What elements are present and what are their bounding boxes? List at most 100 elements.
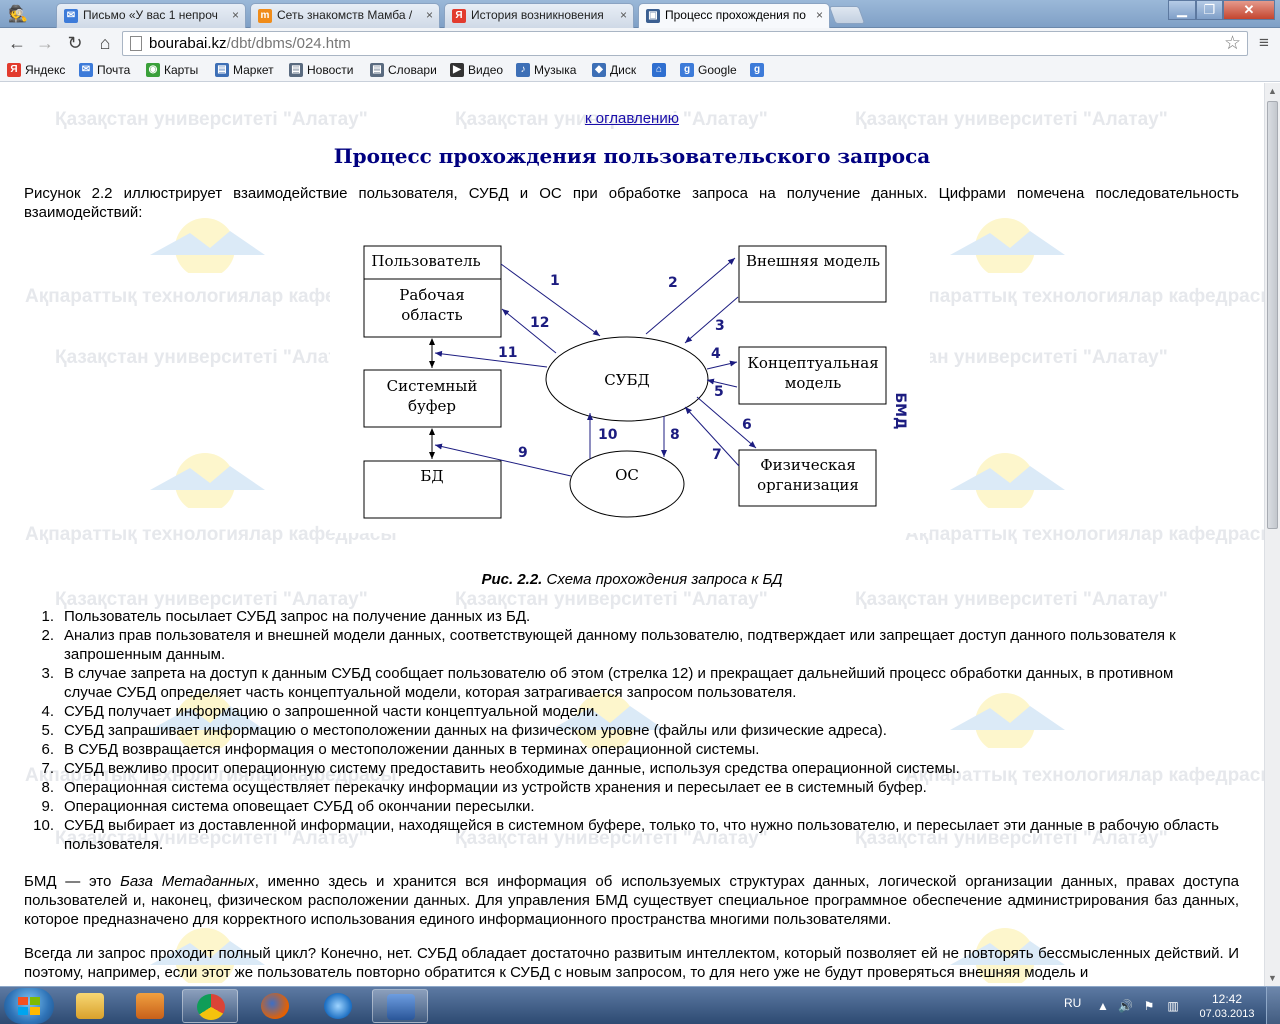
tab-mail[interactable]: ✉ Письмо «У вас 1 непроч × (56, 3, 246, 28)
language-indicator[interactable]: RU (1064, 996, 1082, 1010)
bookmark-label: Видео (468, 63, 504, 77)
bookmark-label: Google (698, 63, 737, 77)
tab-close-icon[interactable]: × (815, 8, 823, 22)
workspace-label-1: Рабочая (399, 286, 464, 304)
scroll-thumb[interactable] (1267, 101, 1278, 529)
tab-label: Сеть знакомств Мамба / (277, 8, 413, 22)
list-item-text: Операционная система оповещает СУБД об о… (64, 798, 535, 815)
clock-time[interactable]: 12:42 (1211, 992, 1243, 1006)
tab-label: Процесс прохождения по (665, 8, 806, 22)
reload-button[interactable]: ↻ (67, 33, 83, 53)
watermark: Ақпараттық технологиялар кафедрасы (25, 524, 397, 545)
list-item: 2.Анализ прав пользователя и внешней мод… (41, 627, 1176, 663)
watermark: Қазақстан университеті "Алатау" (455, 109, 768, 130)
bookmark-label: Почта (97, 63, 131, 77)
chrome-icon (197, 994, 225, 1020)
video-icon: ▶ (450, 63, 464, 77)
conceptual-label-2: модель (785, 374, 842, 392)
mail-favicon-icon: ✉ (64, 9, 78, 23)
show-desktop-button[interactable] (1266, 987, 1280, 1024)
bookmark-dictionaries[interactable]: ▤Словари (370, 62, 437, 78)
os-ellipse (569, 450, 685, 518)
bookmark-mail[interactable]: ✉Почта (79, 62, 130, 78)
bookmark-label: Словари (388, 63, 437, 77)
list-item-text: СУБД вежливо просит операционную систему… (64, 760, 960, 777)
page-title: Процесс прохождения пользовательского за… (333, 144, 931, 168)
bmd-term: База Метаданных (120, 873, 255, 890)
bmd-lead: БМД — это (24, 873, 121, 890)
arrow-number-5: 5 (714, 384, 724, 400)
google-icon: g (680, 63, 694, 77)
page-icon (130, 36, 142, 51)
taskbar-chrome[interactable] (182, 989, 238, 1023)
volume-icon[interactable]: 🔊 (1118, 999, 1133, 1013)
arrow-number-12: 12 (530, 315, 549, 331)
tab-current[interactable]: ▣ Процесс прохождения по × (638, 3, 830, 28)
scroll-up-arrow-icon[interactable]: ▲ (1268, 86, 1277, 96)
action-center-flag-icon[interactable]: ⚑ (1143, 999, 1155, 1013)
physical-label-2: организация (757, 476, 859, 494)
bookmark-music[interactable]: ♪Музыка (516, 62, 576, 78)
network-icon[interactable]: ▥ (1167, 999, 1179, 1013)
tab-close-icon[interactable]: × (619, 8, 627, 22)
address-bar[interactable]: bourabai.kz/dbt/dbms/024.htm ☆ (122, 31, 1248, 56)
toc-link[interactable]: к оглавлению (585, 110, 679, 127)
home-button[interactable]: ⌂ (99, 33, 111, 53)
firefox-icon (261, 993, 289, 1019)
music-icon: ♪ (516, 63, 530, 77)
tab-close-icon[interactable]: × (425, 8, 433, 22)
tab-mamba[interactable]: m Сеть знакомств Мамба / × (250, 3, 440, 28)
word-icon (387, 994, 415, 1020)
tab-close-icon[interactable]: × (231, 8, 239, 22)
watermark: Ақпараттық технологиялар кафедрасы (905, 765, 1264, 786)
taskbar-media-player[interactable] (122, 989, 178, 1023)
taskbar-firefox[interactable] (247, 989, 303, 1023)
taskbar-explorer[interactable] (62, 989, 118, 1023)
sun-logo-watermark (950, 218, 1065, 273)
new-tab-button[interactable] (828, 6, 866, 24)
bookmark-video[interactable]: ▶ Видео (450, 62, 503, 78)
menu-icon[interactable]: ≡ (1259, 33, 1269, 52)
start-button[interactable] (4, 988, 54, 1024)
bookmark-google[interactable]: g Google (680, 62, 737, 78)
arrow-7 (684, 406, 740, 467)
back-button[interactable]: ← (8, 33, 26, 53)
bookmark-news[interactable]: ▤Новости (289, 62, 353, 78)
close-window-button[interactable]: ✕ (1223, 0, 1275, 20)
market-icon: ▤ (215, 63, 229, 77)
taskbar-word[interactable] (372, 989, 428, 1023)
intro-paragraph: Рисунок 2.2 иллюстрирует взаимодействие … (24, 185, 1239, 221)
sun-logo-watermark (150, 453, 265, 508)
arrow-number-3: 3 (715, 318, 725, 334)
tab-label: Письмо «У вас 1 непроч (83, 8, 218, 22)
bookmark-disk[interactable]: ◆Диск (592, 62, 636, 78)
os-label: ОС (615, 466, 639, 484)
maximize-button[interactable]: ❐ (1196, 0, 1223, 20)
url-host: bourabai.kz (149, 35, 227, 52)
tray-expand-icon[interactable]: ▲ (1097, 999, 1109, 1013)
list-item-text: Пользователь посылает СУБД запрос на пол… (64, 608, 531, 625)
tab-history[interactable]: Я История возникновения × (444, 3, 634, 28)
arrow-number-9: 9 (518, 445, 528, 461)
db-box (363, 460, 502, 519)
list-item: 1.Пользователь посылает СУБД запрос на п… (41, 608, 531, 625)
taskbar-ie[interactable] (310, 989, 366, 1023)
bookmark-star-icon[interactable]: ☆ (1223, 33, 1241, 54)
vertical-scrollbar[interactable]: ▲ ▼ (1264, 83, 1280, 986)
arrow-number-10: 10 (598, 427, 618, 443)
bookmark-market[interactable]: ▤Маркет (215, 62, 274, 78)
scroll-down-arrow-icon[interactable]: ▼ (1268, 973, 1277, 983)
list-item: 10.СУБД выбирает из доставленной информа… (33, 817, 1219, 853)
figure-caption: Рис. 2.2. Схема прохождения запроса к БД (0, 571, 1264, 588)
page-favicon-icon: ▣ (646, 9, 660, 23)
list-item: 6.В СУБД возвращается информация о место… (41, 741, 760, 758)
sun-logo-watermark (150, 928, 265, 983)
arrow-number-11: 11 (498, 345, 517, 361)
clock-date[interactable]: 07.03.2013 (1199, 1008, 1255, 1020)
minimize-button[interactable]: ▁ (1168, 0, 1196, 20)
forward-button[interactable]: → (36, 33, 54, 53)
bookmark-maps[interactable]: ◉Карты (146, 62, 198, 78)
external-model-box (738, 245, 887, 303)
caption-label: Рис. 2.2. (481, 571, 543, 588)
